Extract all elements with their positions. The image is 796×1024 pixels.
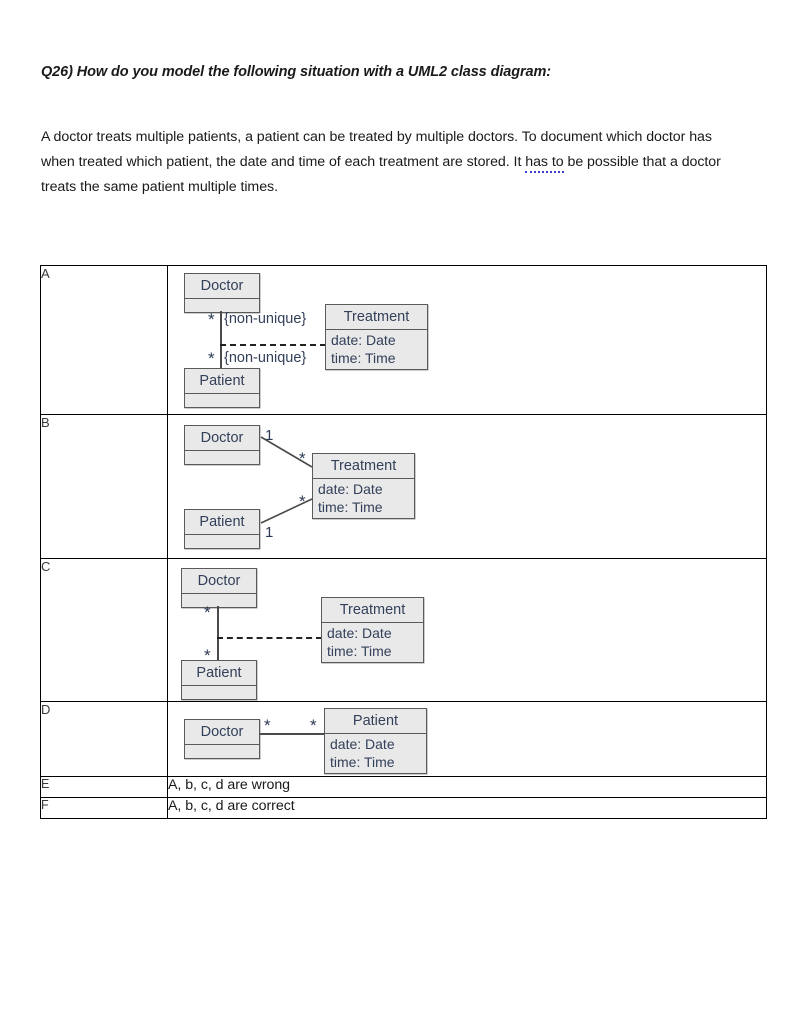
class-box-treatment-c: Treatment date: Date time: Time — [321, 597, 424, 663]
attr-date-c: date: Date — [327, 625, 392, 641]
class-name-doctor-c: Doctor — [182, 569, 256, 594]
option-label-d: D — [40, 701, 168, 777]
constraint-patient-a: {non-unique} — [224, 350, 307, 366]
multiplicity-doctor-d: * — [264, 716, 271, 735]
option-row-e[interactable]: E A, b, c, d are wrong — [40, 776, 767, 798]
class-attrs-doctor-c — [182, 594, 256, 607]
multiplicity-doctor-b: 1 — [265, 427, 274, 444]
multiplicity-doctor-c: * — [204, 603, 211, 622]
question-title: Q26) How do you model the following situ… — [41, 64, 552, 80]
option-label-e: E — [40, 776, 168, 798]
multiplicity-treatment-top-b: * — [299, 449, 306, 468]
multiplicity-patient-c: * — [204, 646, 211, 665]
class-box-doctor-c: Doctor — [181, 568, 257, 608]
class-name-treatment-a: Treatment — [326, 305, 427, 330]
constraint-doctor-a: {non-unique} — [224, 311, 307, 327]
class-attrs-patient-a — [185, 394, 259, 407]
class-name-doctor-a: Doctor — [185, 274, 259, 299]
attr-time-a: time: Time — [331, 350, 396, 366]
multiplicity-patient-a: * — [208, 349, 215, 368]
class-box-doctor-d: Doctor — [184, 719, 260, 759]
connector-doctor-patient-a — [220, 311, 222, 376]
connector-dashed-treatment-c — [217, 637, 322, 639]
option-label-f: F — [40, 797, 168, 819]
attr-date-b: date: Date — [318, 481, 383, 497]
class-box-treatment-a: Treatment date: Date time: Time — [325, 304, 428, 370]
attr-date-d: date: Date — [330, 736, 395, 752]
class-attrs-patient-c — [182, 686, 256, 699]
attr-time-b: time: Time — [318, 499, 383, 515]
option-diagram-a: Doctor * {non-unique} * {non-unique} Pat… — [167, 265, 767, 415]
option-row-b[interactable]: B Doctor Patient Treatment date: Date ti… — [40, 414, 767, 559]
class-box-treatment-b: Treatment date: Date time: Time — [312, 453, 415, 519]
class-name-patient-a: Patient — [185, 369, 259, 394]
option-diagram-c: Doctor * * Patient Treatment date: Date … — [167, 558, 767, 702]
class-attrs-treatment-b: date: Date time: Time — [313, 479, 414, 518]
attr-date-a: date: Date — [331, 332, 396, 348]
option-diagram-b: Doctor Patient Treatment date: Date time… — [167, 414, 767, 559]
class-name-doctor-d: Doctor — [185, 720, 259, 745]
option-label-b: B — [40, 414, 168, 559]
multiplicity-treatment-bottom-b: * — [299, 492, 306, 511]
class-name-treatment-c: Treatment — [322, 598, 423, 623]
class-attrs-doctor-d — [185, 745, 259, 758]
class-name-patient-b: Patient — [185, 510, 259, 535]
class-attrs-patient-d: date: Date time: Time — [325, 734, 426, 773]
option-label-a: A — [40, 265, 168, 415]
class-attrs-patient-b — [185, 535, 259, 548]
class-box-doctor-b: Doctor — [184, 425, 260, 465]
connector-dashed-treatment-a — [220, 344, 326, 346]
class-name-doctor-b: Doctor — [185, 426, 259, 451]
class-attrs-doctor-b — [185, 451, 259, 464]
question-block: Q26) How do you model the following situ… — [41, 63, 741, 195]
attr-time-c: time: Time — [327, 643, 392, 659]
option-diagram-d: Doctor * * Patient date: Date time: Time — [167, 701, 767, 777]
class-attrs-doctor-a — [185, 299, 259, 312]
option-text-e: A, b, c, d are wrong — [167, 776, 767, 798]
class-name-patient-c: Patient — [182, 661, 256, 686]
connector-doctor-treatment-b — [260, 436, 313, 524]
question-body: A doctor treats multiple patients, a pat… — [41, 125, 737, 200]
class-box-patient-c: Patient — [181, 660, 257, 700]
multiplicity-doctor-a: * — [208, 310, 215, 329]
multiplicity-patient-b: 1 — [265, 524, 274, 541]
options-table: A Doctor * {non-unique} * {non-unique} P… — [40, 265, 767, 819]
attr-time-d: time: Time — [330, 754, 395, 770]
option-row-a[interactable]: A Doctor * {non-unique} * {non-unique} P… — [40, 265, 767, 415]
class-attrs-treatment-c: date: Date time: Time — [322, 623, 423, 662]
class-box-doctor-a: Doctor — [184, 273, 260, 313]
multiplicity-patient-d: * — [310, 716, 317, 735]
option-label-c: C — [40, 558, 168, 702]
question-body-part2: be possible that a doctor treats the sam… — [41, 154, 721, 195]
option-row-f[interactable]: F A, b, c, d are correct — [40, 797, 767, 819]
class-name-patient-d: Patient — [325, 709, 426, 734]
question-body-part1: A doctor treats multiple patients, a pat… — [41, 129, 712, 170]
option-row-c[interactable]: C Doctor * * Patient Treatment — [40, 558, 767, 702]
class-name-treatment-b: Treatment — [313, 454, 414, 479]
class-box-patient-d: Patient date: Date time: Time — [324, 708, 427, 774]
class-box-patient-b: Patient — [184, 509, 260, 549]
option-text-f: A, b, c, d are correct — [167, 797, 767, 819]
class-attrs-treatment-a: date: Date time: Time — [326, 330, 427, 369]
class-box-patient-a: Patient — [184, 368, 260, 408]
spellcheck-phrase: has to — [525, 154, 564, 173]
connector-doctor-patient-d — [260, 733, 325, 735]
option-row-d[interactable]: D Doctor * * Patient date: Date time: Ti… — [40, 701, 767, 777]
